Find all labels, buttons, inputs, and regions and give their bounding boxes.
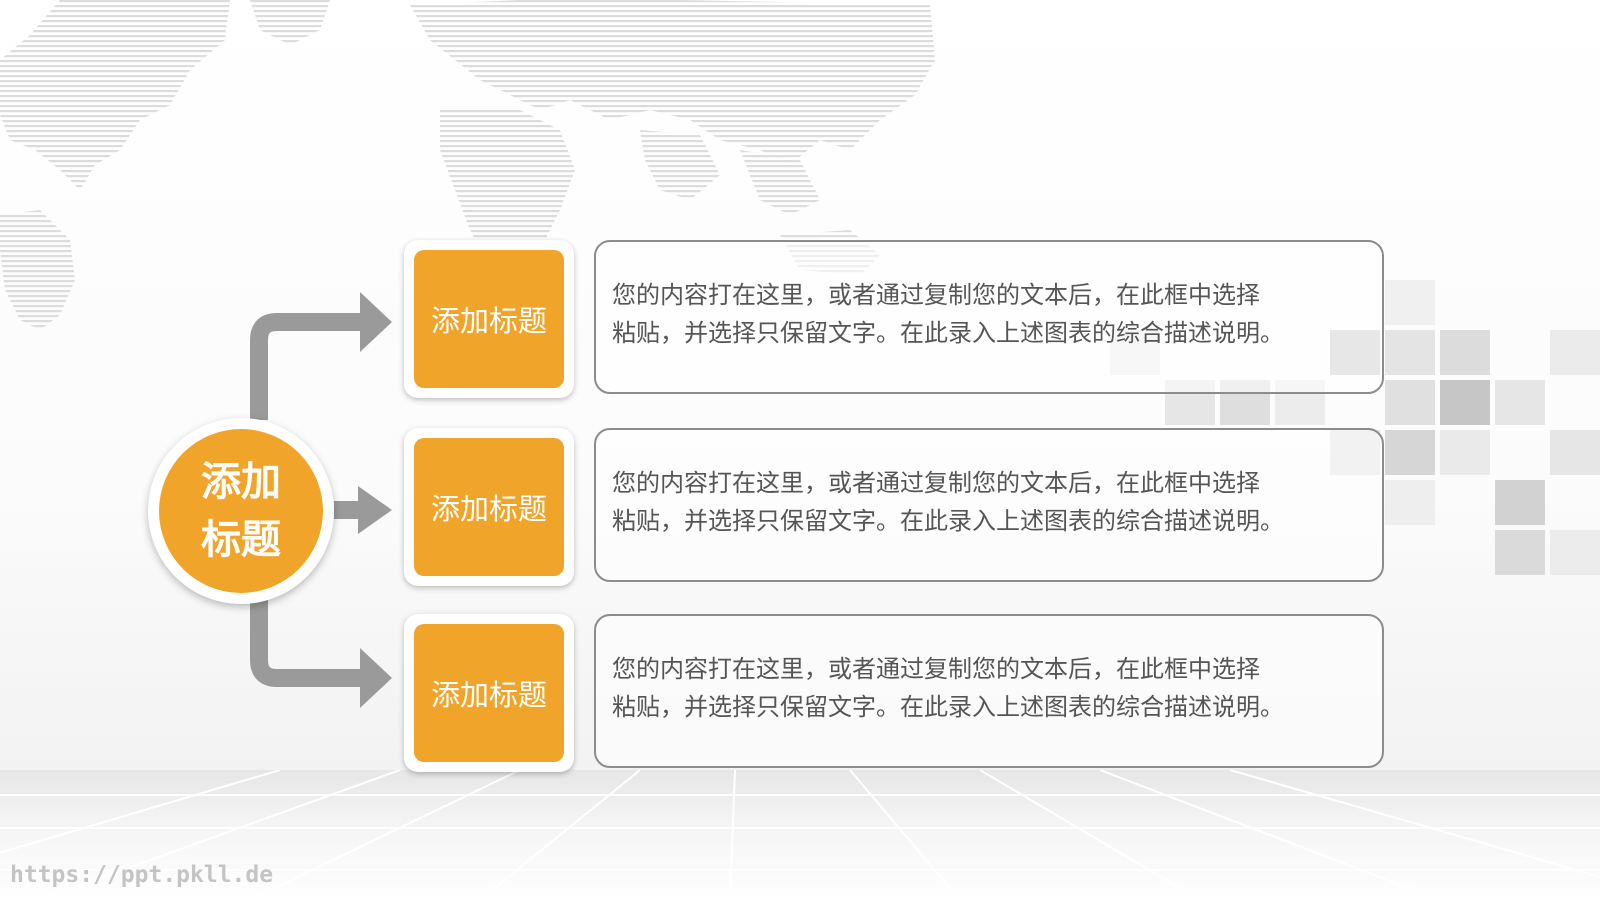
arrowhead-top: [360, 292, 392, 352]
item-description-3-line1: 您的内容打在这里，或者通过复制您的文本后，在此框中选择: [612, 655, 1260, 683]
item-description-3-line2: 粘贴，并选择只保留文字。在此录入上述图表的综合描述说明。: [612, 693, 1284, 721]
watermark-url: https://ppt.pkll.de: [10, 862, 274, 888]
item-title-3: 添加标题: [414, 624, 564, 762]
item-description-1-line1: 您的内容打在这里，或者通过复制您的文本后，在此框中选择: [612, 281, 1260, 309]
item-description-2-line2: 粘贴，并选择只保留文字。在此录入上述图表的综合描述说明。: [612, 507, 1284, 535]
item-description-box-1: 您的内容打在这里，或者通过复制您的文本后，在此框中选择 粘贴，并选择只保留文字。…: [594, 240, 1384, 394]
connector-top: [250, 313, 362, 420]
item-title-box-3: 添加标题: [404, 614, 574, 772]
item-title-box-2: 添加标题: [404, 428, 574, 586]
center-title-circle: 添加 标题: [148, 418, 334, 604]
item-title-box-1: 添加标题: [404, 240, 574, 398]
item-description-2-line1: 您的内容打在这里，或者通过复制您的文本后，在此框中选择: [612, 469, 1260, 497]
item-description-box-3: 您的内容打在这里，或者通过复制您的文本后，在此框中选择 粘贴，并选择只保留文字。…: [594, 614, 1384, 768]
item-description-box-2: 您的内容打在这里，或者通过复制您的文本后，在此框中选择 粘贴，并选择只保留文字。…: [594, 428, 1384, 582]
center-title-line1: 添加: [201, 459, 281, 505]
center-title-line2: 标题: [201, 517, 281, 563]
item-title-2: 添加标题: [414, 438, 564, 576]
item-description-1-line2: 粘贴，并选择只保留文字。在此录入上述图表的综合描述说明。: [612, 319, 1284, 347]
arrowhead-middle: [358, 486, 392, 534]
arrowhead-bottom: [360, 648, 392, 708]
item-title-1: 添加标题: [414, 250, 564, 388]
floor-background: [0, 770, 1600, 900]
connector-bottom: [250, 600, 362, 687]
